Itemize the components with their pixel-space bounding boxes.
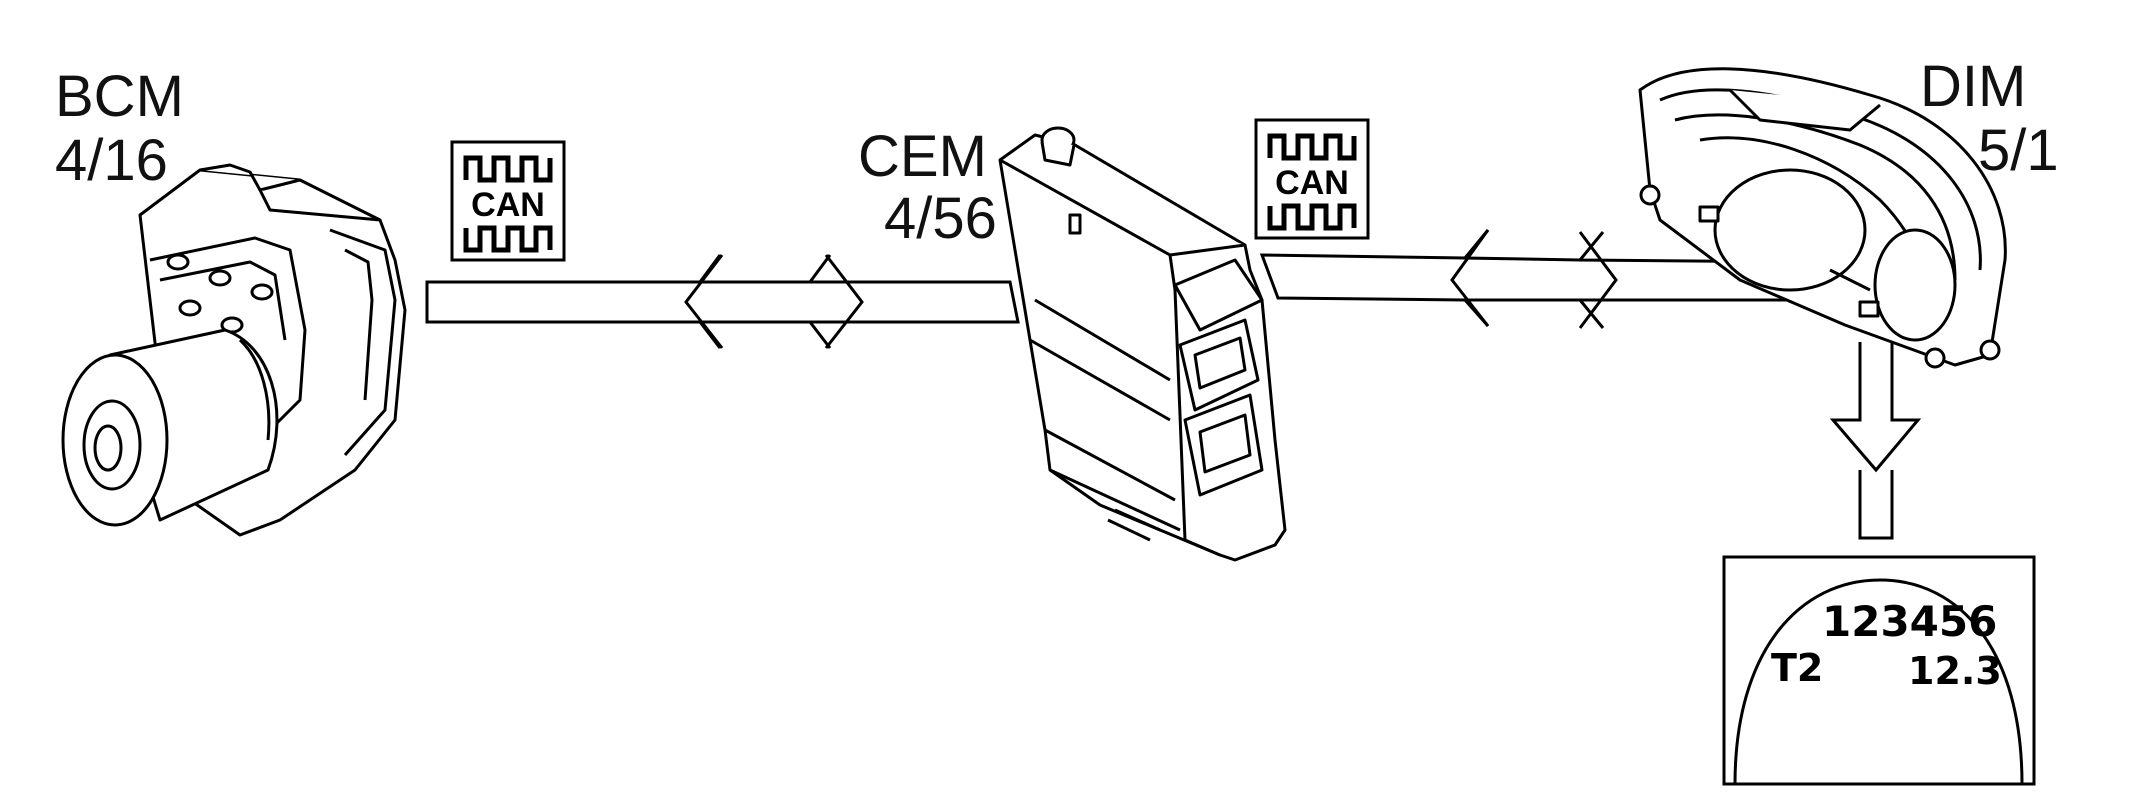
can-bus-icon-left: CAN bbox=[450, 140, 566, 262]
cem-module bbox=[998, 126, 1287, 562]
cem-label: CEM bbox=[858, 124, 987, 189]
bcm-module bbox=[61, 163, 407, 537]
bcm-label: BCM bbox=[55, 64, 184, 129]
trip-value: 12.3 bbox=[1908, 649, 2002, 693]
can-label-left: CAN bbox=[471, 186, 545, 224]
down-arrow-dim-display bbox=[1829, 342, 1922, 540]
cem-code: 4/56 bbox=[884, 186, 997, 251]
bcm-code: 4/16 bbox=[55, 128, 168, 193]
can-label-right: CAN bbox=[1275, 164, 1349, 202]
can-bus-icon-right: CAN bbox=[1254, 118, 1370, 240]
dim-code: 5/1 bbox=[1978, 118, 2059, 183]
odometer-display: 123456 T2 12.3 bbox=[1722, 555, 2036, 786]
trip-label: T2 bbox=[1771, 646, 1823, 690]
dim-label: DIM bbox=[1920, 54, 2027, 119]
dim-module bbox=[1638, 67, 2007, 369]
odometer-value: 123456 bbox=[1822, 597, 1997, 646]
bus-arrow-bcm-cem bbox=[425, 254, 1020, 349]
